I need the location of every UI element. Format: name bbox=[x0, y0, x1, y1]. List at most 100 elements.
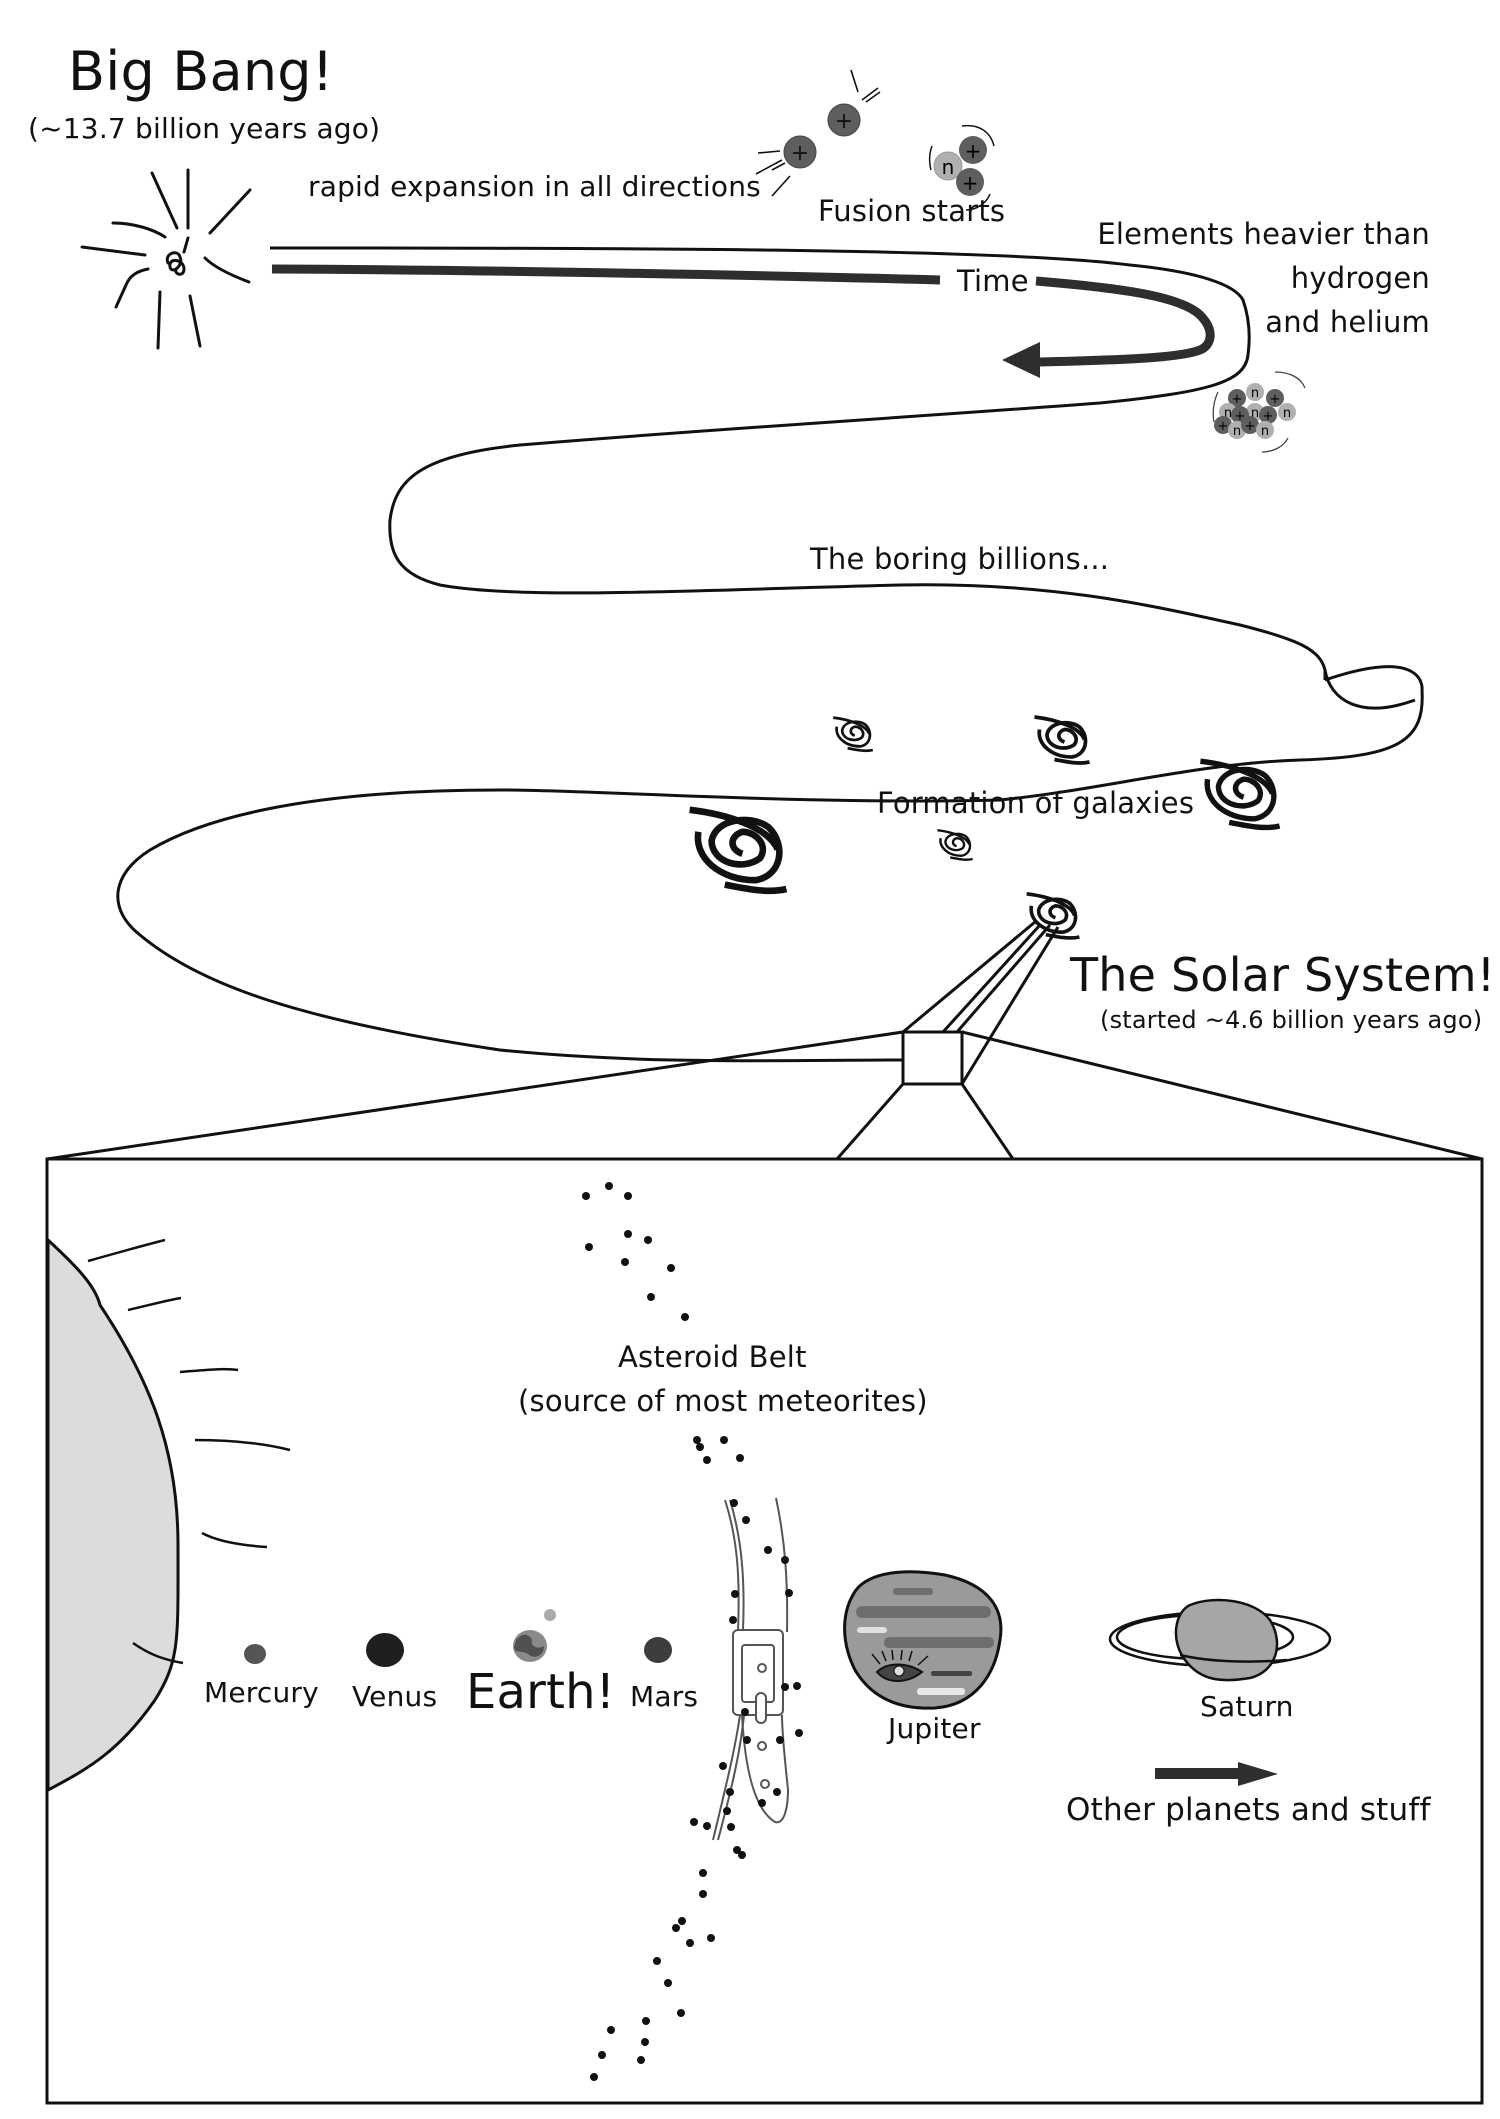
time-arrow-icon bbox=[271, 264, 1215, 378]
mars-icon bbox=[644, 1637, 672, 1663]
asteroid-dot bbox=[729, 1616, 737, 1624]
solar-system-title: The Solar System! bbox=[1070, 948, 1496, 1002]
boring-billions-label: The boring billions... bbox=[810, 542, 1110, 576]
asteroid-dot bbox=[764, 1546, 772, 1554]
heavier-elements-line: and helium bbox=[1265, 305, 1430, 339]
asteroid-dot bbox=[607, 2026, 615, 2034]
asteroid-dot bbox=[733, 1846, 741, 1854]
galaxy-icon bbox=[831, 716, 875, 753]
asteroid-dot bbox=[795, 1729, 803, 1737]
asteroid-dot bbox=[793, 1682, 801, 1690]
svg-text:+: + bbox=[1218, 419, 1229, 434]
asteroid-belt-title: Asteroid Belt bbox=[618, 1340, 807, 1374]
heavier-elements-line: Elements heavier than bbox=[1097, 217, 1430, 251]
svg-text:n: n bbox=[1224, 406, 1232, 421]
zoom-indicator bbox=[46, 920, 1483, 1161]
svg-text:n: n bbox=[1251, 406, 1259, 421]
venus-icon bbox=[366, 1633, 404, 1667]
asteroid-dot bbox=[677, 2009, 685, 2017]
asteroid-dot bbox=[696, 1443, 704, 1451]
asteroid-dot bbox=[699, 1869, 707, 1877]
planet-label-mars: Mars bbox=[630, 1680, 699, 1713]
asteroid-dot bbox=[719, 1762, 727, 1770]
svg-text:+: + bbox=[962, 171, 979, 195]
galaxy-icon bbox=[936, 829, 974, 861]
asteroid-dot bbox=[776, 1736, 784, 1744]
asteroid-dot bbox=[726, 1788, 734, 1796]
svg-text:+: + bbox=[1235, 409, 1246, 424]
galaxy-icon bbox=[690, 810, 787, 891]
asteroid-dot bbox=[758, 1799, 766, 1807]
mercury-icon bbox=[244, 1644, 266, 1664]
heavier-elements-line: hydrogen bbox=[1290, 261, 1430, 295]
time-label: Time bbox=[957, 264, 1029, 298]
big-bang-burst-icon bbox=[80, 168, 252, 350]
other-planets-arrow-icon bbox=[1155, 1762, 1278, 1786]
asteroid-dot bbox=[736, 1454, 744, 1462]
time-path-outline bbox=[116, 246, 1424, 1063]
sun-rays-icon bbox=[87, 1238, 291, 1665]
asteroid-dot bbox=[598, 2051, 606, 2059]
asteroid-dot bbox=[720, 1436, 728, 1444]
asteroid-dot bbox=[731, 1590, 739, 1598]
asteroid-dot bbox=[667, 1264, 675, 1272]
jupiter-icon bbox=[843, 1570, 1003, 1710]
sun-icon bbox=[46, 1236, 180, 1793]
asteroid-dot bbox=[681, 1313, 689, 1321]
galaxies-label: Formation of galaxies bbox=[877, 786, 1195, 820]
asteroid-dot bbox=[703, 1456, 711, 1464]
svg-text:+: + bbox=[1232, 392, 1243, 407]
expansion-caption: rapid expansion in all directions bbox=[308, 170, 761, 203]
asteroid-dot bbox=[621, 1258, 629, 1266]
asteroid-dot bbox=[773, 1788, 781, 1796]
asteroid-dot bbox=[637, 2056, 645, 2064]
asteroid-dot bbox=[690, 1818, 698, 1826]
helium-nucleus-icon: n + + bbox=[928, 124, 995, 211]
asteroid-dot bbox=[641, 2038, 649, 2046]
asteroid-dot bbox=[605, 1182, 613, 1190]
asteroid-dot bbox=[624, 1230, 632, 1238]
galaxy-icon bbox=[1200, 761, 1279, 827]
solar-system-subtitle: (started ~4.6 billion years ago) bbox=[1100, 1006, 1483, 1034]
asteroid-dot bbox=[644, 1236, 652, 1244]
svg-text:n: n bbox=[942, 155, 955, 179]
svg-text:n: n bbox=[1233, 424, 1241, 439]
asteroid-dot bbox=[738, 1851, 746, 1859]
planet-label-saturn: Saturn bbox=[1200, 1690, 1294, 1723]
fusion-protons-icon: + + bbox=[755, 69, 881, 197]
heavy-nucleus-icon: n + + n n + n + + n + n bbox=[1212, 371, 1306, 453]
asteroid-dot bbox=[590, 2073, 598, 2081]
asteroid-dot bbox=[664, 1979, 672, 1987]
planet-label-earth: Earth! bbox=[466, 1664, 616, 1720]
asteroid-dot bbox=[678, 1917, 686, 1925]
asteroid-dot bbox=[624, 1192, 632, 1200]
heavier-elements-label: Elements heavier than hydrogen and heliu… bbox=[1097, 212, 1430, 344]
asteroid-dot bbox=[653, 1957, 661, 1965]
earth-icon bbox=[513, 1609, 556, 1662]
asteroid-dot bbox=[742, 1516, 750, 1524]
asteroid-dot bbox=[785, 1589, 793, 1597]
asteroid-dots bbox=[582, 1182, 803, 2081]
asteroid-dot bbox=[743, 1736, 751, 1744]
asteroid-dot bbox=[730, 1499, 738, 1507]
svg-text:n: n bbox=[1283, 406, 1291, 421]
asteroid-belt-subtitle: (source of most meteorites) bbox=[518, 1384, 928, 1418]
asteroid-dot bbox=[642, 2017, 650, 2025]
asteroid-dot bbox=[781, 1683, 789, 1691]
other-planets-label: Other planets and stuff bbox=[1066, 1792, 1431, 1828]
asteroid-belt-icon bbox=[712, 1497, 790, 1841]
svg-text:+: + bbox=[1270, 392, 1281, 407]
big-bang-subtitle: (~13.7 billion years ago) bbox=[28, 112, 381, 145]
asteroid-dot bbox=[707, 1934, 715, 1942]
svg-text:+: + bbox=[1263, 409, 1274, 424]
planet-label-venus: Venus bbox=[352, 1680, 438, 1713]
asteroid-dot bbox=[693, 1436, 701, 1444]
svg-text:n: n bbox=[1251, 386, 1259, 401]
asteroid-dot bbox=[647, 1293, 655, 1301]
asteroid-dot bbox=[727, 1823, 735, 1831]
svg-text:+: + bbox=[965, 139, 982, 163]
saturn-icon bbox=[1108, 1598, 1332, 1682]
planet-label-jupiter: Jupiter bbox=[888, 1712, 981, 1745]
asteroid-dot bbox=[723, 1807, 731, 1815]
asteroid-dot bbox=[741, 1708, 749, 1716]
